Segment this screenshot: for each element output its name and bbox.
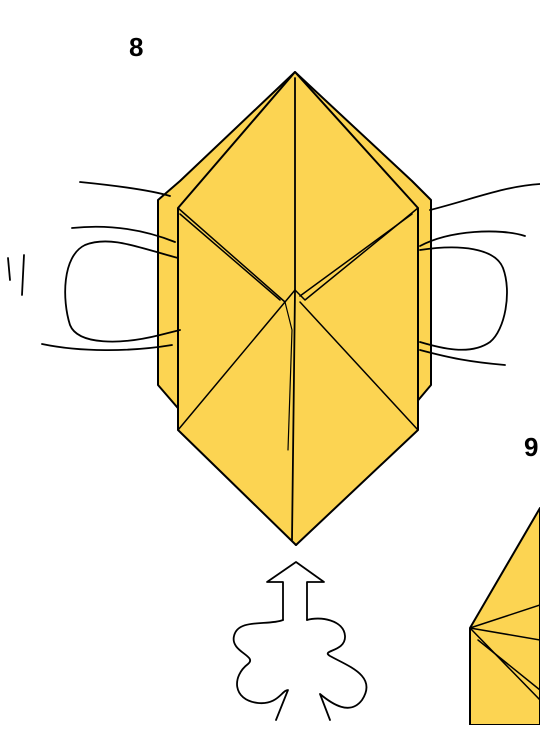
step-9-model [470,508,540,725]
left-hand [8,182,180,350]
step-8-model [158,72,431,545]
step-number-8: 8 [129,34,143,60]
front-face [178,72,418,545]
step-number-9: 9 [524,434,538,460]
right-hand [420,184,540,365]
up-arrow [234,562,367,720]
